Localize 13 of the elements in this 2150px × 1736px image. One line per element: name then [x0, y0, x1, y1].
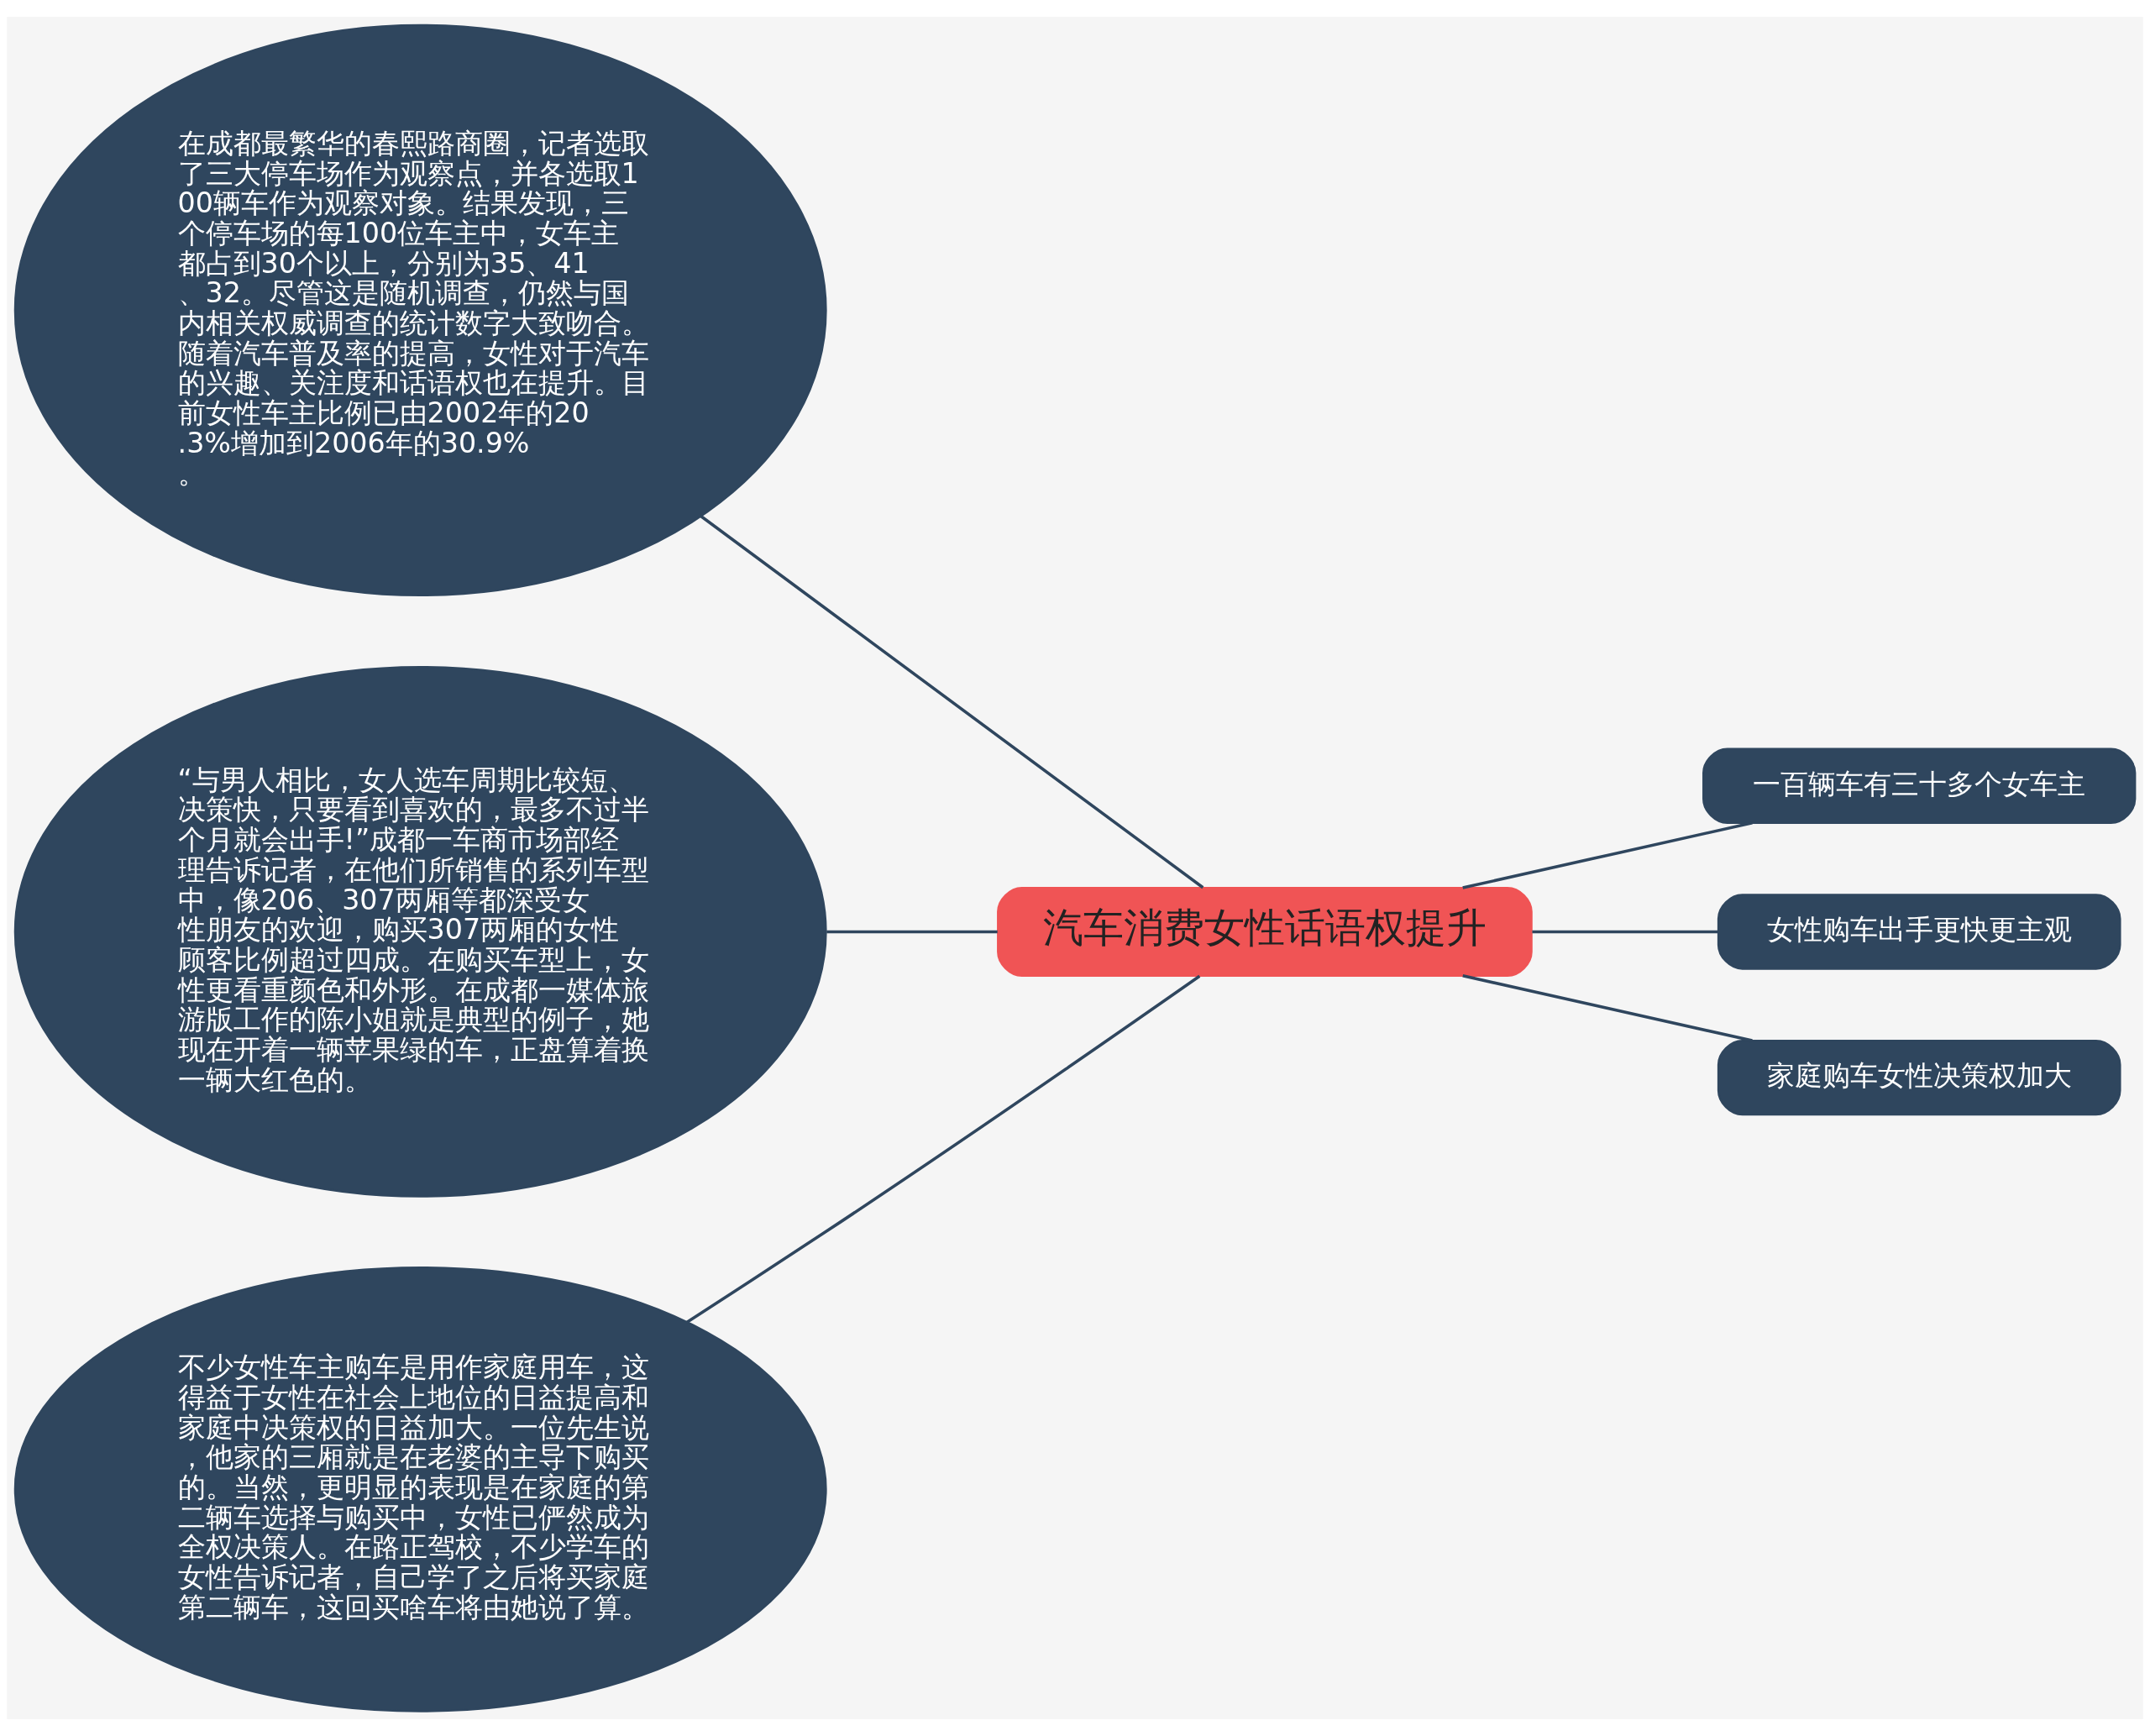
node-ellipse: 不少女性车主购车是用作家庭用车，这得益于女性在社会上地位的日益提高和家庭中决策权的日益加大。一位先生说，他家的三厢就是在老婆的主导下购买的。当然，更明显的表现是在家庭的第二辆车选择与购买中，女性已俨然成为全权决策人。在路正驾校，不少学车的女性告诉记者，自己学了之后将买家庭第二辆车，这回买啥车将由她说了算。 [13, 1266, 827, 1712]
connector [1532, 930, 1718, 934]
node-ellipse: 在成都最繁华的春熙路商圈，记者选取了三大停车场作为观察点，并各选取100辆车作为观察对象。结果发现，三个停车场的每100位车主中，女车主都占到30个以上，分别为35、41、32。尽管这是随机调查，仍然与国内相关权威调查的统计数字大致吻合。随着汽车普及率的提高，女性对于汽车的兴趣、关注度和话语权也在提升。目前女性车主比例已由2002年的20.3%增加到2006年的30.9%。 [13, 24, 827, 597]
node-box: 一百辆车有三十多个女车主 [1702, 747, 2137, 824]
connector [686, 974, 1201, 1324]
node-box: 家庭购车女性决策权加大 [1717, 1039, 2121, 1116]
node-box: 女性购车出手更快更主观 [1717, 894, 2121, 970]
node-ellipse: “与男人相比，女人选车周期比较短、决策快，只要看到喜欢的，最多不过半个月就会出手!”成都一车商市场部经理告诉记者，在他们所销售的系列车型中，像206、307两厢等都深受女性朋友的欢迎，购买307两厢的女性顾客比例超过四成。在购买车型上，女性更看重颜色和外形。在成都一媒体旅游版工作的陈小姐就是典型的例子，她现在开着一辆苹果绿的车，正盘算着换一辆大红色的。 [13, 666, 827, 1198]
connector [826, 930, 998, 934]
connector [1462, 821, 1753, 889]
connector [1462, 974, 1753, 1042]
node-box: 汽车消费女性话语权提升 [997, 886, 1533, 977]
connector [700, 515, 1204, 889]
